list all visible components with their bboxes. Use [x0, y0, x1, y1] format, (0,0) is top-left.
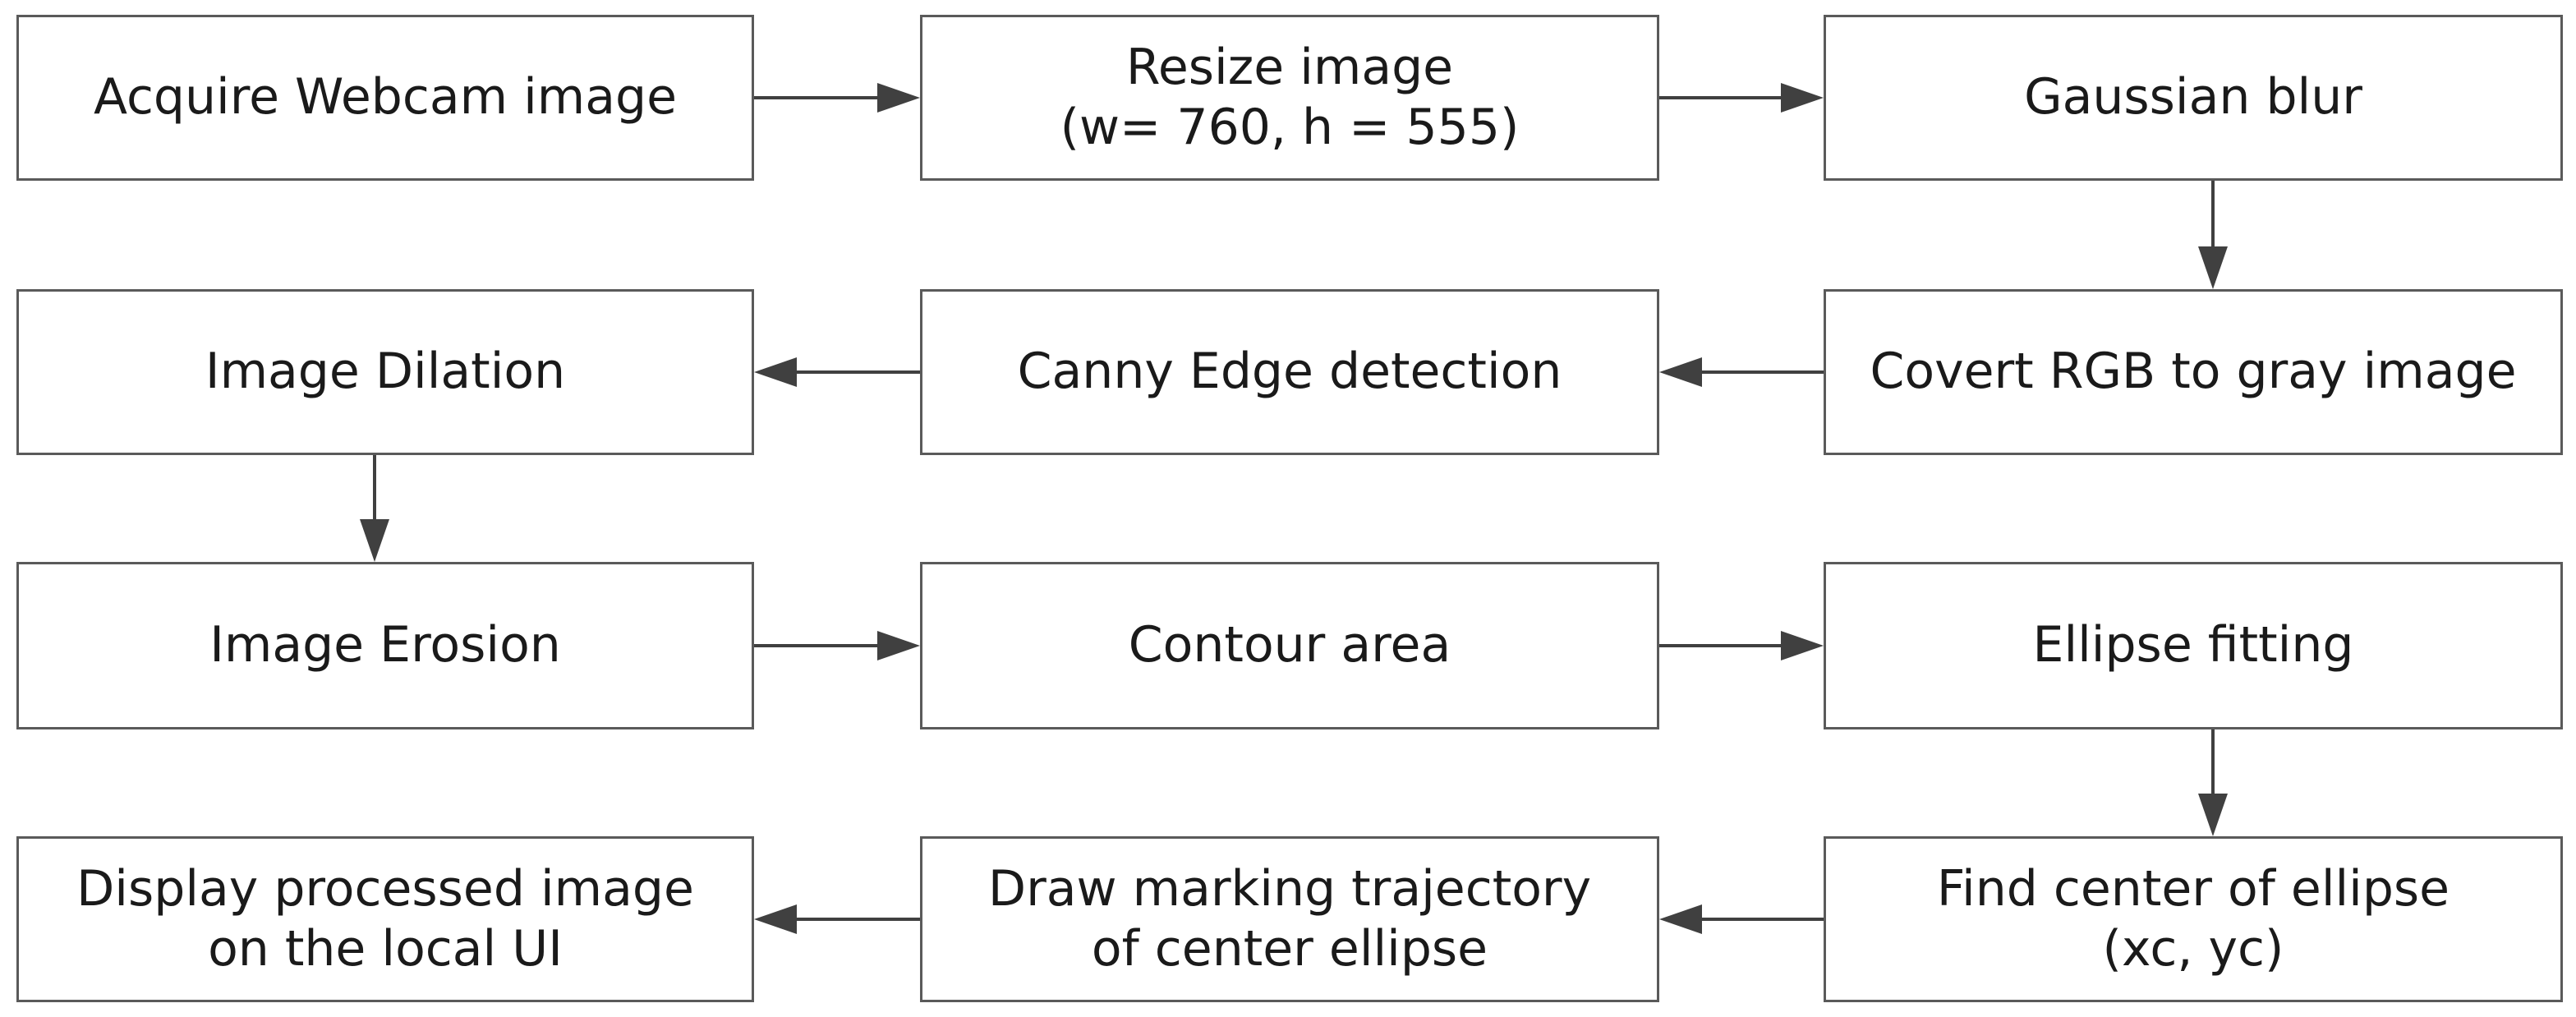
node-find-center-of-ellipse: Find center of ellipse (xc, yc) [1824, 836, 2563, 1002]
node-display-processed-image: Display processed image on the local UI [16, 836, 754, 1002]
node-label: Find center of ellipse (xc, yc) [1936, 859, 2450, 978]
node-label: Covert RGB to gray image [1870, 343, 2517, 401]
edge-acquire-to-resize [754, 83, 920, 113]
node-contour-area: Contour area [920, 562, 1659, 729]
node-acquire-webcam-image: Acquire Webcam image [16, 15, 754, 181]
node-label: Draw marking trajectory of center ellips… [987, 859, 1592, 978]
node-canny-edge-detection: Canny Edge detection [920, 289, 1659, 455]
node-draw-marking-trajectory: Draw marking trajectory of center ellips… [920, 836, 1659, 1002]
node-image-erosion: Image Erosion [16, 562, 754, 729]
edge-trajectory-to-display [754, 904, 920, 934]
edge-resize-to-blur [1659, 83, 1824, 113]
edge-erosion-to-contour [754, 631, 920, 660]
node-label: Gaussian blur [2024, 68, 2362, 127]
node-label: Resize image (w= 760, h = 555) [1060, 38, 1520, 156]
node-label: Image Erosion [209, 616, 561, 674]
edge-ellipse-to-center [2198, 729, 2228, 836]
node-label: Ellipse fitting [2032, 616, 2354, 674]
node-convert-rgb-to-gray: Covert RGB to gray image [1824, 289, 2563, 455]
node-image-dilation: Image Dilation [16, 289, 754, 455]
edge-dilation-to-erosion [360, 455, 389, 562]
node-gaussian-blur: Gaussian blur [1824, 15, 2563, 181]
node-label: Acquire Webcam image [93, 68, 678, 127]
edge-canny-to-dilation [754, 357, 920, 387]
edge-center-to-trajectory [1659, 904, 1824, 934]
node-label: Canny Edge detection [1017, 343, 1562, 401]
edge-blur-to-gray [2198, 181, 2228, 289]
edge-contour-to-ellipse [1659, 631, 1824, 660]
node-label: Contour area [1128, 616, 1451, 674]
node-label: Display processed image on the local UI [76, 859, 694, 978]
edge-gray-to-canny [1659, 357, 1824, 387]
node-ellipse-fitting: Ellipse fitting [1824, 562, 2563, 729]
node-label: Image Dilation [205, 343, 566, 401]
node-resize-image: Resize image (w= 760, h = 555) [920, 15, 1659, 181]
